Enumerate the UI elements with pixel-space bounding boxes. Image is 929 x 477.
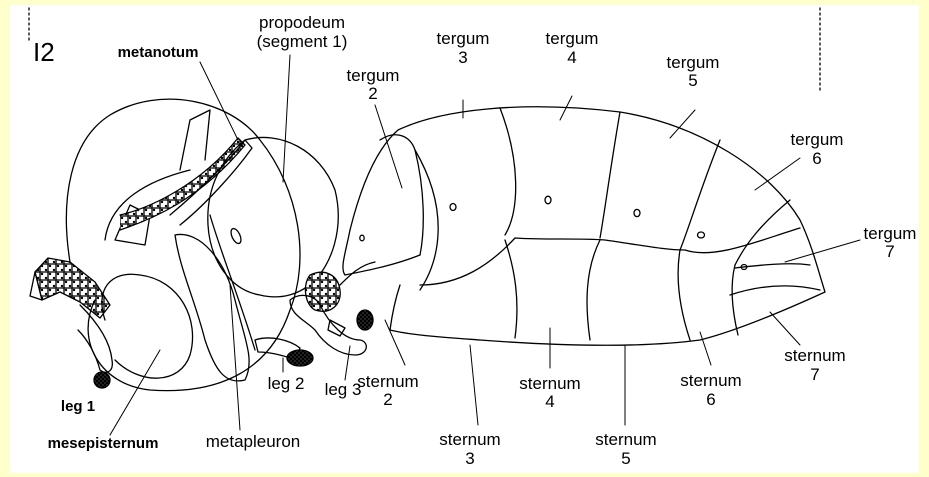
label-propodeum-segment: (segment 1): [257, 32, 348, 51]
spiracle-t3: [450, 204, 456, 211]
suture-t3: [415, 150, 438, 290]
label-sternum2-num: 2: [383, 390, 392, 409]
suture-t5: [600, 112, 620, 238]
label-mesepisternum: mesepisternum: [48, 434, 159, 453]
label-sternum6-num: 6: [706, 390, 715, 409]
leader-sternum2: [385, 320, 405, 365]
suture-s3: [505, 240, 517, 338]
t7-lower: [730, 286, 820, 295]
leader-metanotum: [200, 62, 238, 140]
mesothorax-body: [66, 99, 300, 390]
propodeal-spiracle: [229, 227, 243, 245]
label-sternum7-num: 7: [810, 365, 819, 384]
suture-t6: [680, 140, 720, 250]
suture-t7: [735, 200, 790, 265]
label-tergum6-num: 6: [812, 149, 821, 168]
spiracle-t2: [360, 235, 364, 241]
leader-leg3: [345, 346, 350, 380]
label-tergum2-num: 2: [368, 84, 377, 103]
suture-s6: [732, 265, 738, 335]
tergal-margin: [420, 228, 800, 285]
suture-s5: [678, 250, 690, 340]
petiole-plate: [305, 272, 340, 311]
label-sternum4-name: sternum: [519, 374, 580, 393]
label-metapleuron: metapleuron: [206, 432, 301, 451]
leg2-stub: [287, 350, 313, 366]
leg1-segment: [78, 305, 112, 372]
mesepisternum-plate: [102, 274, 193, 378]
label-sternum6-name: sternum: [680, 371, 741, 390]
scutellum: [180, 110, 210, 170]
spiracle-t4: [545, 196, 551, 204]
label-leg1: leg 1: [61, 397, 95, 416]
label-tergum3-name: tergum: [437, 29, 490, 48]
leader-sternum7: [770, 312, 800, 345]
suture-t4: [500, 108, 516, 235]
label-tergum5-name: tergum: [667, 53, 720, 72]
label-tergum7-num: 7: [885, 242, 894, 261]
spiracle-t5: [634, 209, 640, 216]
suture-s4: [587, 240, 600, 340]
leg1-stub: [94, 372, 110, 388]
label-tergum4-num: 4: [567, 48, 576, 67]
label-tergum6-name: tergum: [791, 130, 844, 149]
tergum2-front: [343, 230, 420, 275]
metanotum-band: [170, 140, 252, 225]
metapleuron-inner: [210, 215, 255, 350]
wing-base-band: [120, 138, 245, 230]
label-sternum4-num: 4: [545, 392, 554, 411]
petiole-joint: [340, 262, 375, 285]
suture-s2: [390, 285, 400, 330]
collar: [35, 258, 110, 318]
label-metanotum: metanotum: [118, 43, 199, 62]
label-sternum7-name: sternum: [784, 346, 845, 365]
leader-tergum5: [670, 110, 695, 138]
spiracle-t6: [698, 232, 705, 238]
label-sternum5-name: sternum: [595, 430, 656, 449]
figure-number: I2: [33, 38, 55, 66]
label-sternum3-name: sternum: [439, 430, 500, 449]
leader-metapleuron: [230, 285, 240, 430]
leg3-stub: [357, 310, 373, 330]
label-tergum3-num: 3: [458, 48, 467, 67]
label-propodeum: propodeum: [259, 13, 345, 32]
leader-tergum7: [785, 240, 860, 262]
label-tergum7-name: tergum: [864, 224, 917, 243]
label-tergum4-name: tergum: [546, 29, 599, 48]
label-leg2: leg 2: [268, 374, 305, 393]
leader-tergum2: [375, 105, 402, 188]
leader-propodeum: [283, 55, 290, 182]
label-leg3: leg 3: [325, 380, 362, 399]
label-sternum2-name: sternum: [357, 372, 418, 391]
label-sternum3-num: 3: [465, 449, 474, 468]
label-tergum2-name: tergum: [347, 66, 400, 85]
label-sternum5-num: 5: [621, 449, 630, 468]
leader-sternum3: [470, 345, 478, 425]
leader-tergum6: [755, 158, 800, 190]
label-tergum5-num: 5: [688, 71, 697, 90]
